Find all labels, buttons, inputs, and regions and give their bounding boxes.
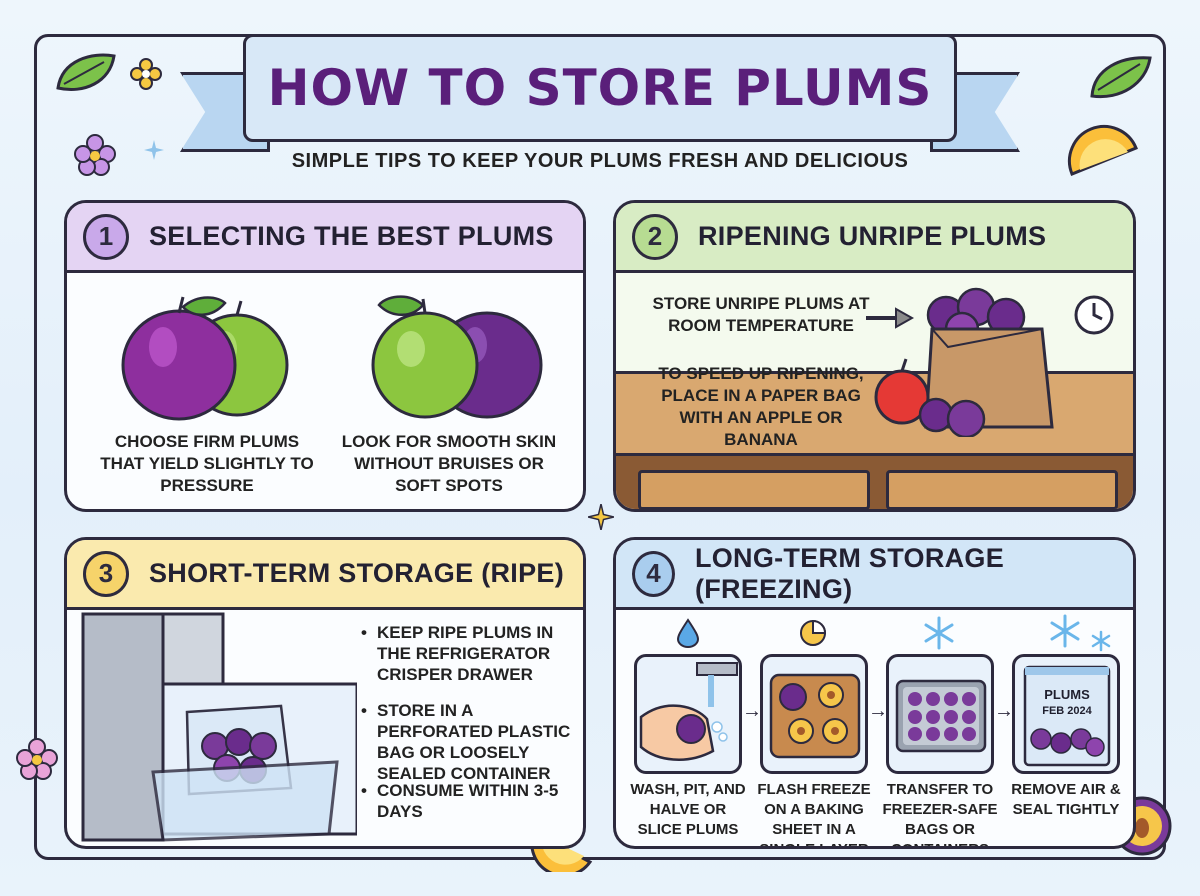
step-number-badge: 1 — [83, 213, 129, 260]
panel-title: SELECTING THE BEST PLUMS — [149, 221, 554, 251]
bag-label: PLUMS — [1044, 687, 1090, 702]
refrigerator-illustration — [81, 612, 357, 842]
flower-icon — [16, 738, 58, 780]
leaf-icon — [56, 53, 116, 91]
storage-tip-consume: •CONSUME WITHIN 3-5 DAYS — [361, 781, 559, 821]
arrow-right-icon: → — [868, 700, 888, 722]
panel-title: LONG-TERM STORAGE (FREEZING) — [694, 542, 1005, 604]
sparkle-icon — [588, 504, 614, 530]
panel-header: 1 SELECTING THE BEST PLUMS — [67, 203, 583, 273]
step-caption-transfer: TRANSFER TO FREEZER-SAFE BAGS OR CONTAIN… — [882, 781, 998, 846]
step-number-badge: 3 — [83, 550, 129, 597]
arrow-right-icon — [866, 307, 915, 329]
panel-header: 4 LONG-TERM STORAGE (FREEZING) — [616, 540, 1133, 610]
pie-timer-icon — [800, 619, 827, 646]
water-drop-icon — [676, 618, 700, 648]
bag-date: FEB 2024 — [1042, 705, 1092, 717]
orange-slice-icon — [1067, 124, 1138, 176]
flower-icon — [130, 58, 162, 90]
step-wash-box — [634, 654, 742, 774]
clock-icon — [1074, 295, 1114, 335]
flower-icon — [74, 134, 116, 176]
arrow-right-icon: → — [742, 700, 762, 722]
page-subtitle: SIMPLE TIPS TO KEEP YOUR PLUMS FRESH AND… — [291, 150, 909, 172]
cutting-board-illustration — [769, 673, 861, 759]
snowflake-icon — [1050, 614, 1080, 648]
ripening-tip-paper-bag: TO SPEED UP RIPENING, PLACE IN A PAPER B… — [658, 364, 864, 449]
panel-header: 3 SHORT-TERM STORAGE (RIPE) — [67, 540, 583, 610]
sparkle-icon — [144, 140, 164, 160]
step-caption-flash-freeze: FLASH FREEZE ON A BAKING SHEET IN A SING… — [757, 781, 871, 846]
panel-title: RIPENING UNRIPE PLUMS — [698, 221, 1047, 251]
title-banner: HOW TO STORE PLUMS — [243, 34, 957, 142]
panel-title: SHORT-TERM STORAGE (RIPE) — [149, 558, 565, 588]
washing-hands-illustration — [639, 662, 738, 761]
step-slice-box — [760, 654, 868, 774]
step-caption-wash: WASH, PIT, AND HALVE OR SLICE PLUMS — [630, 781, 746, 838]
arrow-right-icon: → — [994, 700, 1014, 722]
cabinet — [616, 453, 1133, 509]
panel-selecting: 1 SELECTING THE BEST PLUMS CHOOSE FIRM P… — [64, 200, 586, 512]
snowflake-icon — [924, 616, 954, 650]
smooth-plums-illustration — [371, 295, 543, 419]
page-title: HOW TO STORE PLUMS — [267, 59, 933, 117]
storage-tip-crisper: •KEEP RIPE PLUMS IN THE REFRIGERATOR CRI… — [361, 623, 554, 684]
panel-ripening: 2 RIPENING UNRIPE PLUMS STORE UNRIPE PLU… — [613, 200, 1136, 512]
baking-sheet-illustration — [895, 679, 987, 753]
panel-header: 2 RIPENING UNRIPE PLUMS — [616, 203, 1133, 273]
step-seal-box: PLUMS FEB 2024 — [1012, 654, 1120, 774]
step-number-badge: 4 — [632, 550, 675, 597]
selection-tip-skin: LOOK FOR SMOOTH SKIN WITHOUT BRUISES OR … — [341, 432, 557, 495]
snowflake-icon — [1091, 630, 1111, 652]
storage-tip-bag: •STORE IN A PERFORATED PLASTIC BAG OR LO… — [361, 701, 571, 783]
step-number-badge: 2 — [632, 213, 678, 260]
panel-long-term: 4 LONG-TERM STORAGE (FREEZING) — [613, 537, 1136, 849]
ripe-plums-illustration — [121, 296, 289, 421]
step-freeze-box — [886, 654, 994, 774]
ripening-tip-room-temp: STORE UNRIPE PLUMS AT ROOM TEMPERATURE — [652, 294, 870, 335]
paper-bag-illustration — [874, 287, 1054, 437]
freezer-bag-illustration — [1023, 665, 1111, 767]
leaf-icon — [1090, 56, 1152, 99]
selection-tip-firm: CHOOSE FIRM PLUMS THAT YIELD SLIGHTLY TO… — [100, 432, 314, 495]
panel-short-term: 3 SHORT-TERM STORAGE (RIPE) •KEEP RIPE P… — [64, 537, 586, 849]
step-caption-seal: REMOVE AIR & SEAL TIGHTLY — [1011, 781, 1121, 818]
